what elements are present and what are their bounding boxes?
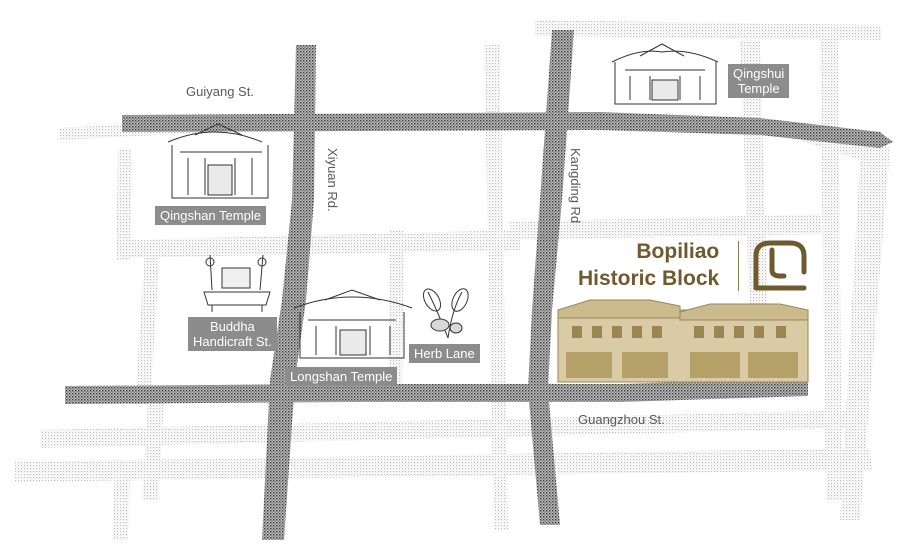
bopiliao-logo-icon	[753, 240, 807, 291]
road-guangzhou-st	[65, 378, 808, 404]
minor-road-left-vertical	[116, 150, 132, 260]
minor-road-left-down	[112, 470, 130, 540]
landmark-label-buddha-line-2: Handicraft St.	[193, 334, 272, 349]
street-label-xiyuan: Xiyuan Rd.	[325, 148, 340, 212]
minor-road-right-diagonal	[800, 140, 890, 520]
minor-road-far-left	[135, 248, 160, 405]
minor-road-bottom	[15, 448, 872, 482]
brand-line-2: Historic Block	[578, 267, 720, 290]
minor-road-far-right-vertical	[820, 30, 842, 500]
minor-road-left-lower-vertical	[142, 400, 164, 500]
minor-road-top-arc	[535, 20, 882, 40]
longshan-temple-sketch	[293, 289, 413, 359]
minor-road-center-vertical	[484, 45, 508, 530]
brand-line-1: Bopiliao	[636, 240, 720, 263]
road-xiyuan-rd	[262, 45, 316, 540]
road-guiyang-st	[122, 112, 893, 148]
landmark-label-qingshan-temple: Qingshan Temple	[155, 206, 266, 225]
road-kangding-rd	[528, 30, 574, 525]
landmark-label-herb-lane: Herb Lane	[409, 344, 480, 363]
minor-road-lower	[40, 410, 862, 448]
buddha-altar-sketch	[203, 254, 271, 312]
bopiliao-buildings	[557, 299, 809, 383]
bopiliao-brand-title: Bopiliao Historic Block	[578, 238, 719, 292]
brand-divider	[738, 241, 739, 291]
landmark-label-qingshui-temple: Qingshui Temple	[728, 64, 790, 98]
qingshan-temple-sketch	[167, 123, 269, 199]
major-roads	[65, 30, 893, 540]
herb-sketch	[422, 288, 469, 339]
minor-road-left-horizontal	[120, 230, 520, 258]
landmark-label-qingshui-line-2: Temple	[737, 81, 780, 96]
landmark-label-longshan-temple: Longshan Temple	[285, 367, 398, 386]
qingshui-temple-sketch	[611, 43, 719, 105]
landmark-label-qingshui-line-1: Qingshui	[733, 66, 785, 81]
minor-roads	[15, 20, 890, 540]
street-label-guangzhou: Guangzhou St.	[578, 412, 665, 427]
minor-road-middle-horizontal	[510, 214, 822, 240]
street-label-guiyang: Guiyang St.	[186, 84, 254, 99]
landmark-label-buddha-line-1: Buddha	[209, 319, 255, 334]
landmark-label-buddha-handicraft: Buddha Handicraft St.	[188, 317, 277, 351]
street-label-kangding: Kangding Rd	[568, 148, 583, 224]
